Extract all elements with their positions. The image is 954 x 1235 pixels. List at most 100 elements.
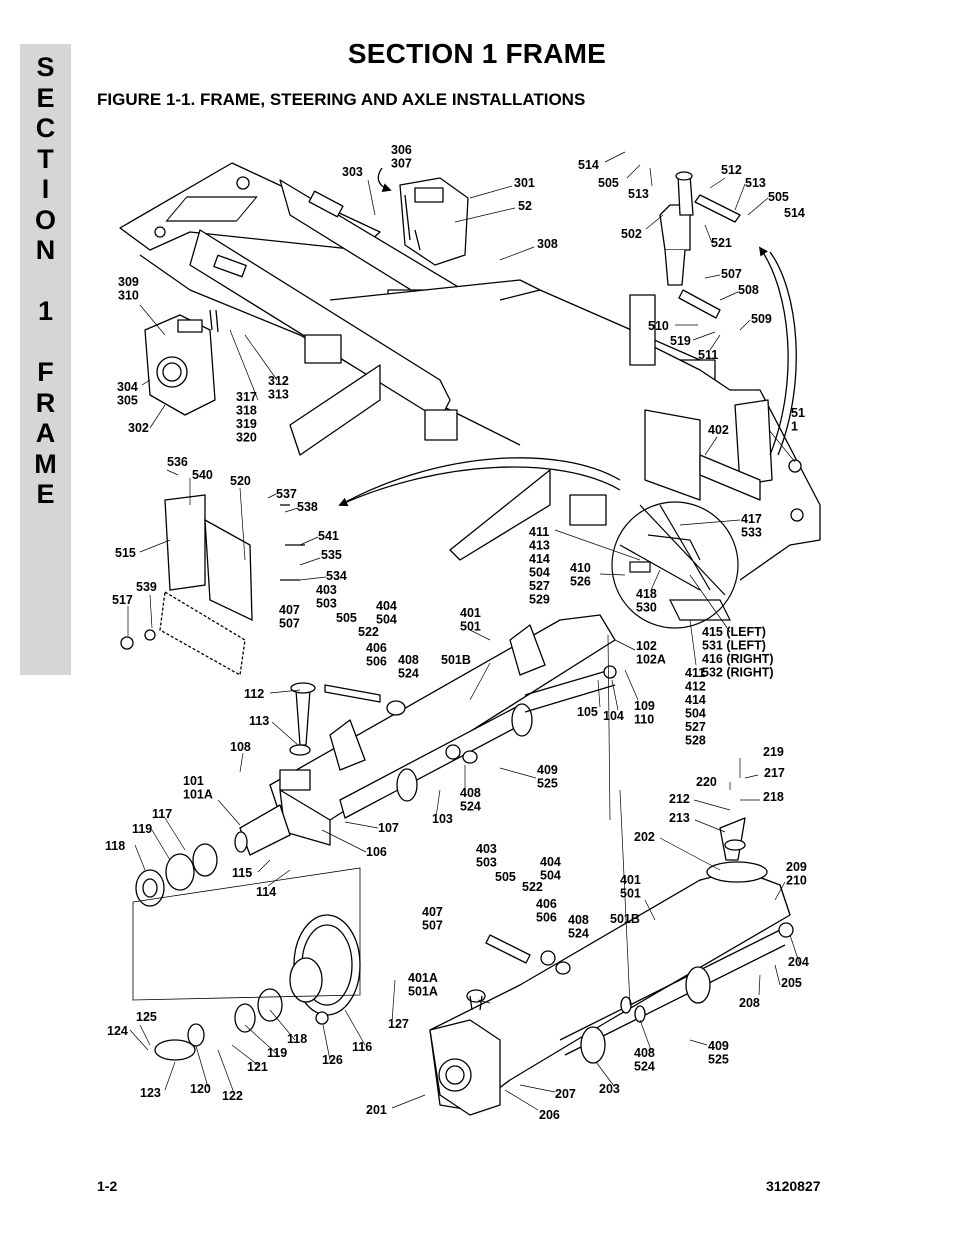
callout-line: 210 (786, 874, 807, 888)
callout-line: 317 (236, 390, 257, 404)
callout-203: 203 (599, 1082, 620, 1096)
callout-line: 526 (570, 575, 591, 589)
callout-line: 525 (537, 777, 558, 791)
callout-line: 414 (529, 552, 550, 566)
callout-521: 521 (711, 236, 732, 250)
callout-536: 536 (167, 455, 188, 469)
callout-line: 510 (648, 319, 669, 333)
callout-line: 118 (105, 839, 125, 853)
callout-119a: 119 (132, 822, 152, 836)
callout-line: 406 (366, 641, 387, 655)
callout-line: 127 (388, 1017, 409, 1031)
callout-line: 517 (112, 593, 133, 607)
callout-line: 409 (537, 763, 558, 777)
callout-line: 117 (152, 807, 172, 821)
callout-line: 414 (685, 693, 706, 707)
callout-line: 504 (685, 707, 706, 721)
callout-513b: 513 (745, 176, 766, 190)
figure-title: FIGURE 1-1. FRAME, STEERING AND AXLE INS… (97, 90, 586, 109)
callout-line: 305 (117, 394, 138, 408)
callout-line: 522 (358, 625, 379, 639)
callout-120: 120 (190, 1082, 211, 1096)
side-tab-letter: I (41, 174, 50, 204)
callout-line: 205 (781, 976, 802, 990)
callout-line: 312 (268, 374, 289, 388)
document-number: 3120827 (766, 1178, 821, 1194)
callout-line: 411 (529, 525, 549, 539)
callout-104: 104 (603, 709, 624, 723)
frame-drawing (119, 162, 821, 581)
callout-201: 201 (366, 1103, 387, 1117)
direction-arrows (338, 167, 797, 507)
callout-line: 203 (599, 1082, 620, 1096)
callout-line: 524 (634, 1060, 655, 1074)
section-title: SECTION 1 FRAME (347, 38, 607, 69)
callout-line: 217 (764, 766, 785, 780)
callout-line: 521 (711, 236, 732, 250)
callout-line: 319 (236, 417, 257, 431)
callout-line: 541 (318, 529, 339, 543)
callout-121: 121 (247, 1060, 268, 1074)
callout-line: 531 (LEFT) (702, 639, 766, 653)
callout-208: 208 (739, 996, 760, 1010)
side-tab-letter: E (36, 479, 55, 509)
callout-105: 105 (577, 705, 598, 719)
callout-127: 127 (388, 1017, 409, 1031)
callout-line: 303 (342, 165, 363, 179)
callout-115: 115 (232, 866, 252, 880)
callout-line: 116 (352, 1040, 372, 1054)
callout-123: 123 (140, 1086, 161, 1100)
callout-line: 509 (751, 312, 772, 326)
callout-line: 207 (555, 1087, 576, 1101)
callout-line: 504 (529, 566, 550, 580)
callout-line: 204 (788, 955, 809, 969)
callout-line: 506 (536, 911, 557, 925)
callout-line: 417 (741, 512, 762, 526)
callout-line: 413 (529, 539, 550, 553)
callout-line: 307 (391, 157, 412, 171)
callout-line: 514 (784, 206, 805, 220)
callout-line: 411 (685, 666, 705, 680)
callout-505a: 505 (598, 176, 619, 190)
callout-103: 103 (432, 812, 453, 826)
callout-line: 306 (391, 143, 412, 157)
callout-line: 220 (696, 775, 717, 789)
callout-302: 302 (128, 421, 149, 435)
callout-line: 401 (460, 606, 481, 620)
callout-line: 504 (376, 613, 397, 627)
callout-line: 213 (669, 811, 690, 825)
callout-line: 408 (634, 1046, 655, 1060)
callout-line: 110 (634, 713, 654, 727)
callout-line: 112 (244, 687, 264, 701)
callout-502: 502 (621, 227, 642, 241)
callout-213: 213 (669, 811, 690, 825)
callout-206: 206 (539, 1108, 560, 1122)
callout-line: 403 (476, 842, 497, 856)
callout-line: 402 (708, 423, 729, 437)
callout-line: 536 (167, 455, 188, 469)
side-tab-letter: S (36, 52, 55, 82)
callout-line: 418 (636, 587, 657, 601)
side-tab-letter: T (37, 143, 54, 174)
callout-line: 408 (568, 913, 589, 927)
callout-line: 505 (495, 870, 516, 884)
callout-line: 539 (136, 580, 157, 594)
callout-line: 407 (279, 603, 300, 617)
rear-axle-drawing (154, 817, 794, 1116)
callout-line: 126 (322, 1053, 343, 1067)
callout-line: 301 (514, 176, 535, 190)
callout-508: 508 (738, 283, 759, 297)
callout-507a: 507 (721, 267, 742, 281)
callout-509: 509 (751, 312, 772, 326)
